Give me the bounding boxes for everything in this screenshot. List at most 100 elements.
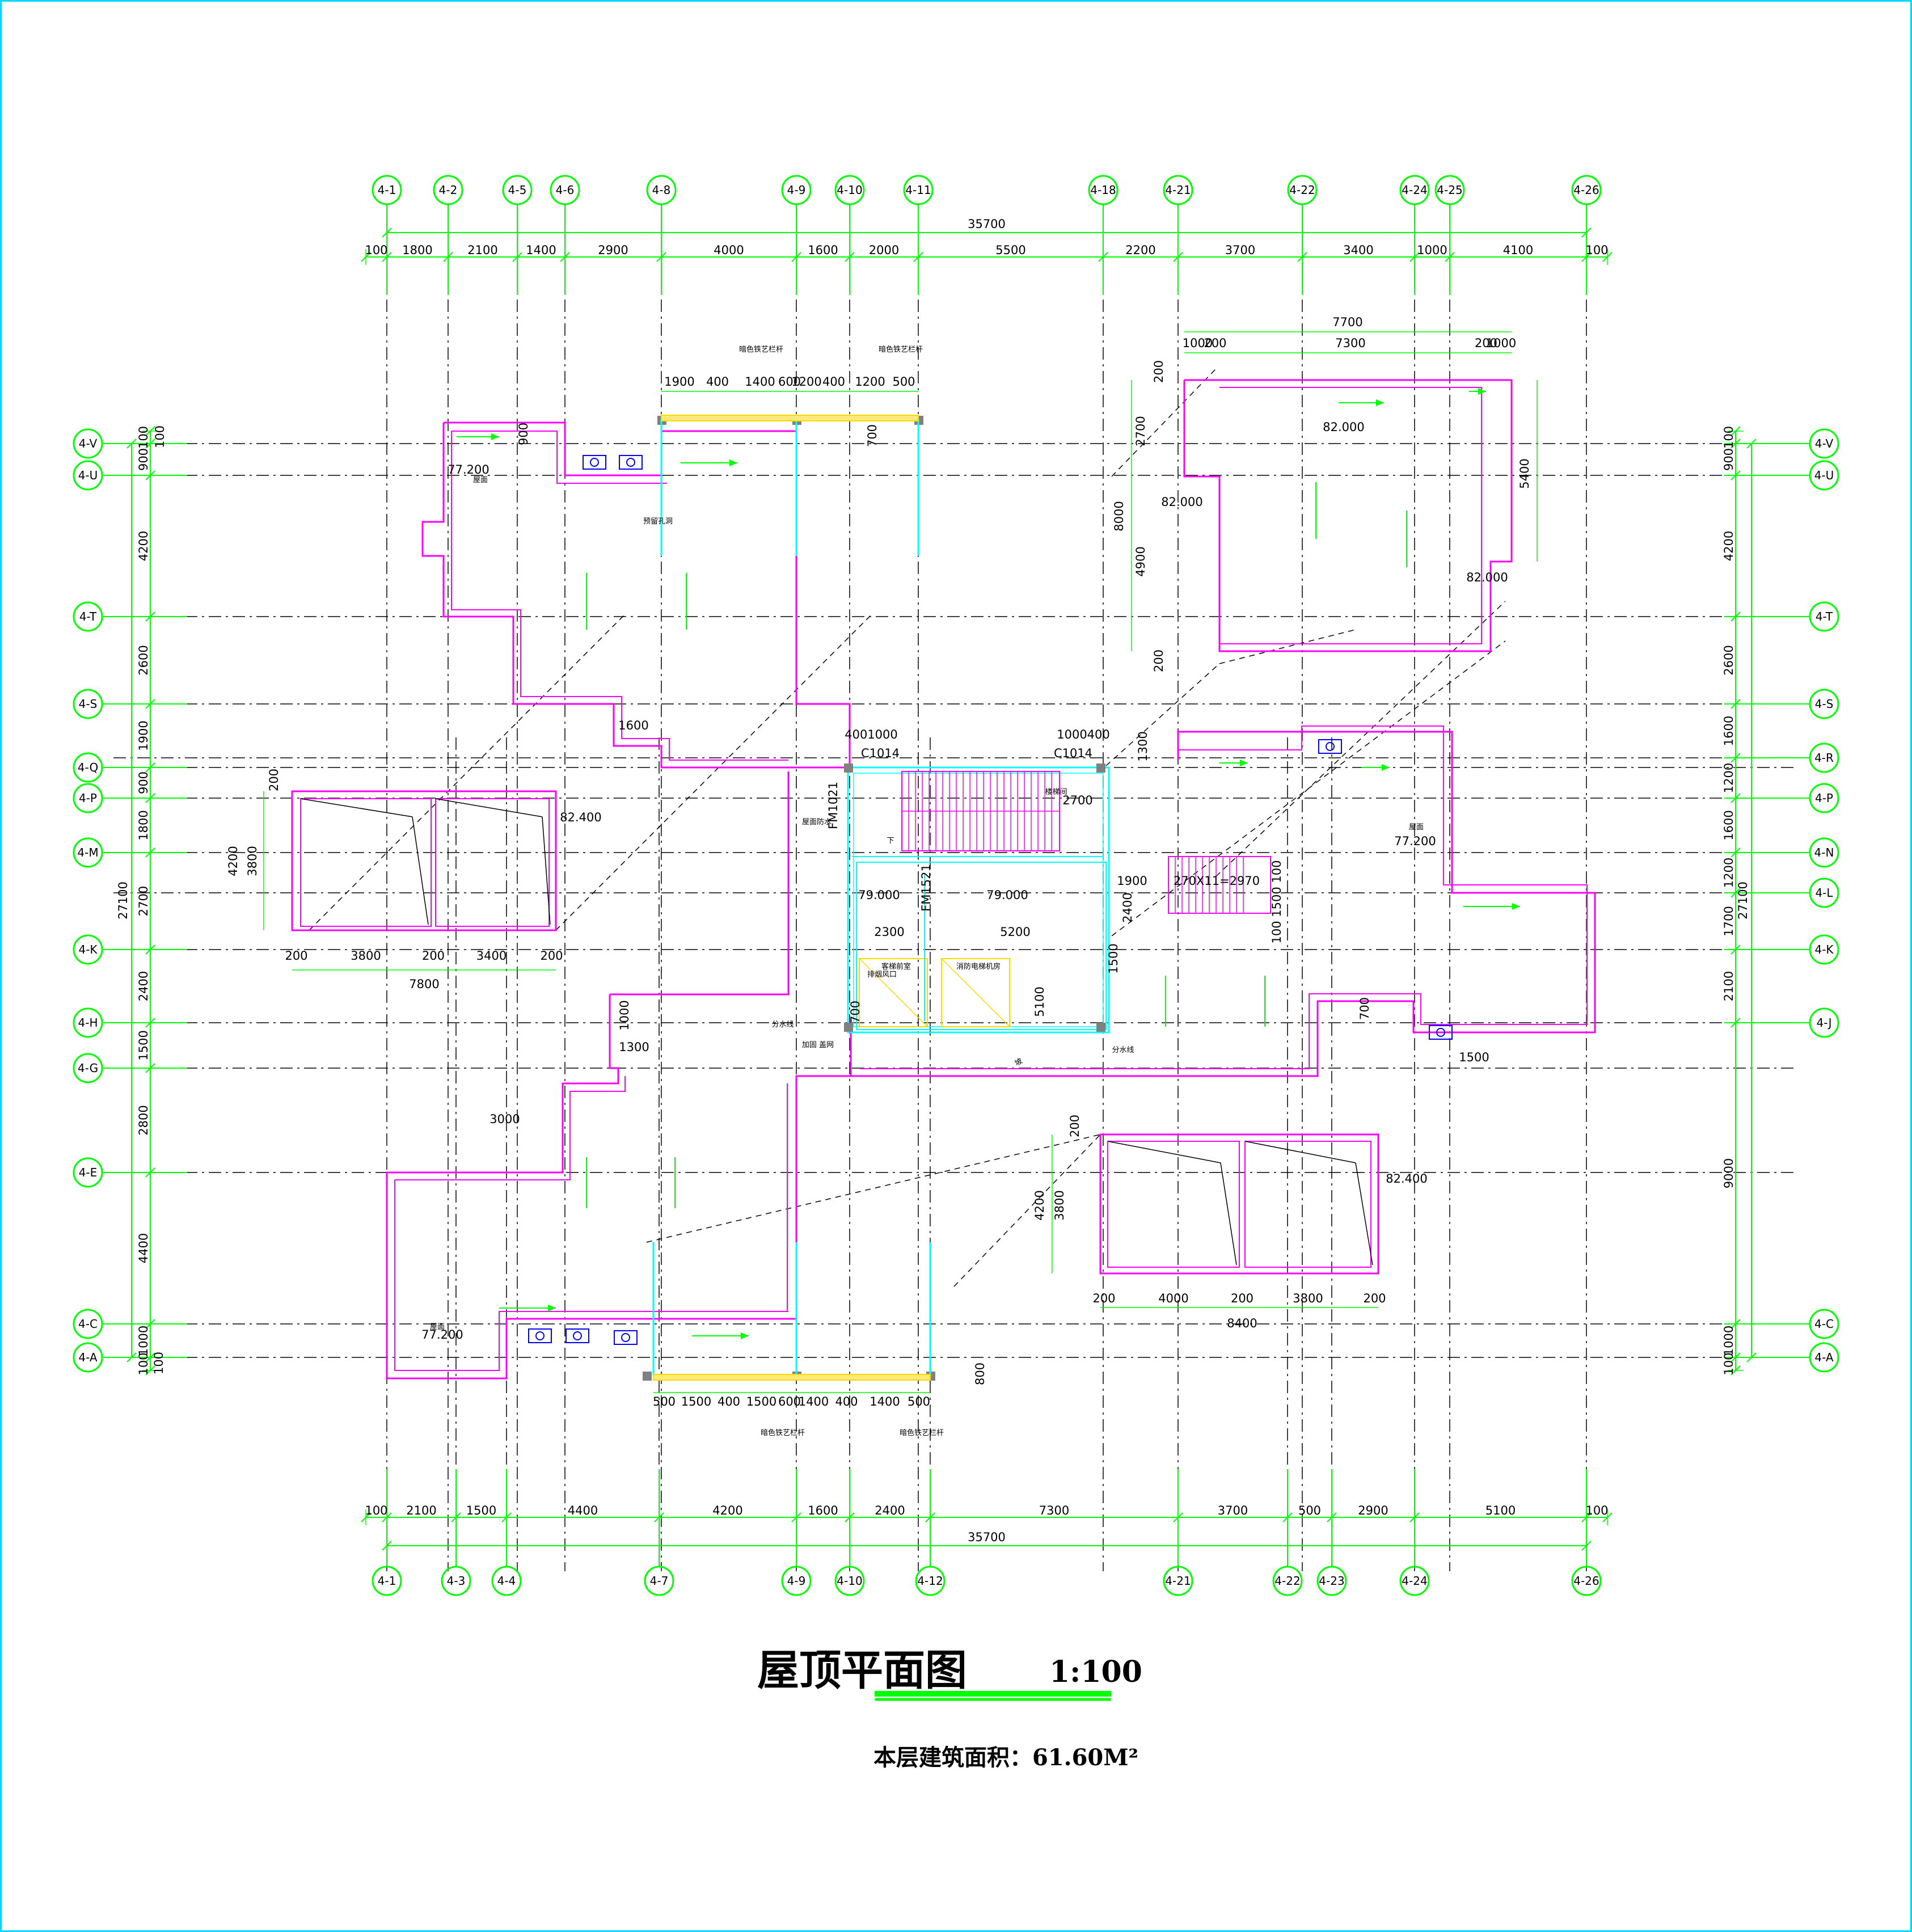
axis-bubble-right-label: 4-L: [1815, 886, 1833, 900]
core-dimension: 1600: [618, 719, 648, 732]
rail-bottom: [653, 1374, 931, 1381]
skylight-dimension: 8400: [1227, 1317, 1257, 1330]
axis-bubble-right-label: 4-P: [1815, 791, 1833, 805]
skylight-dimension: 200: [422, 949, 445, 963]
roof-dimension: 200: [1475, 336, 1497, 350]
axis-bubble-left-label: 4-K: [78, 943, 98, 956]
dim-bottom-value: 4400: [568, 1504, 598, 1517]
elevation-label: 79.000: [858, 888, 900, 902]
roof-dimension: 2700: [1134, 416, 1147, 446]
dim-left-value: 900: [137, 771, 150, 794]
axis-bubble-left-circle: [73, 837, 103, 868]
axis-bubble-bottom-label: 4-26: [1573, 1574, 1599, 1588]
axis-bubble-left-label: 4-E: [79, 1166, 98, 1179]
plan-note: 分水线: [771, 1020, 793, 1029]
axis-bubble-top-label: 4-18: [1090, 183, 1116, 197]
dim-left-value: 1800: [137, 810, 150, 840]
elevation-label: 77.200: [448, 463, 489, 476]
dim-top-value: 1400: [526, 243, 556, 257]
skylight-dimension: 4200: [226, 846, 240, 876]
skylight-dimension: 200: [285, 949, 307, 963]
axis-bubble-left-circle: [73, 1053, 103, 1083]
axis-bubble-bottom-circle: [781, 1566, 812, 1596]
axis-bubble-left-circle: [73, 783, 103, 813]
axis-bubble-left-label: 4-U: [78, 469, 98, 482]
skylight-frame-right: [1099, 1133, 1379, 1275]
skylight-dimension: 200: [1231, 1292, 1253, 1305]
exhaust-fan-icon: [1326, 742, 1335, 751]
skylight-dimension: 7800: [409, 977, 439, 991]
exhaust-fan-icon: [590, 458, 599, 467]
skylight-slope: [1355, 1162, 1373, 1265]
roof-inner-line: [451, 431, 667, 484]
axis-bubble-top-label: 4-2: [439, 183, 458, 197]
rail-dimension: 500: [908, 1395, 930, 1408]
axis-bubble-left-label: 4-C: [78, 1317, 98, 1331]
exhaust-fan-icon: [535, 1331, 545, 1340]
roof-inner-line: [1219, 387, 1482, 644]
elevation-label: 82.400: [560, 811, 601, 824]
rail-top: [661, 415, 919, 421]
dim-bottom-value: 5100: [1485, 1504, 1516, 1517]
dim-bottom-value: 500: [1298, 1504, 1321, 1517]
core-dimension: 100 1500 100: [1270, 860, 1284, 944]
axis-bubble-top-circle: [550, 175, 580, 205]
core-dimension: 3000: [489, 1112, 520, 1126]
rail-dimension: 600: [778, 1395, 801, 1408]
axis-bubble-bottom-label: 4-9: [787, 1574, 806, 1588]
axis-bubble-bottom-label: 4-21: [1165, 1574, 1191, 1588]
exhaust-fan-icon: [614, 1330, 638, 1345]
core-dimension: 100: [153, 425, 167, 448]
core-dimension: 1300: [1136, 731, 1150, 761]
elevation-label: 82.000: [1466, 571, 1508, 584]
axis-bubble-right-circle: [1809, 460, 1839, 491]
axis-bubble-top-circle: [372, 175, 402, 205]
axis-bubble-left-label: 4-A: [78, 1351, 98, 1364]
guide-dash: [1111, 640, 1506, 937]
axis-bubble-left-label: 4-G: [78, 1061, 98, 1075]
roof-outline-center: [610, 771, 790, 995]
plan-note: 加固 盖网: [802, 1041, 834, 1049]
skylight-dimension: 200: [1363, 1292, 1386, 1305]
slope-arrowhead: [729, 459, 737, 466]
axis-bubble-top-circle: [1571, 175, 1602, 205]
dim-left-value: 4200: [137, 531, 150, 561]
core-dimension: 2700: [1062, 794, 1092, 807]
axis-bubble-bottom-label: 4-24: [1402, 1574, 1427, 1588]
axis-bubble-top-circle: [781, 175, 812, 205]
axis-bubble-left-label: 4-T: [79, 610, 97, 623]
roof-dimension: 8000: [1112, 501, 1126, 531]
roof-inner-line: [451, 431, 788, 761]
axis-bubble-top-circle: [1434, 175, 1465, 205]
core-dimension: C1014: [861, 746, 900, 760]
column: [643, 1372, 652, 1381]
skylight-dimension: 3800: [1053, 1190, 1066, 1220]
axis-bubble-right-label: 4-U: [1814, 469, 1834, 482]
dim-right-value: 1000: [1722, 1326, 1736, 1356]
axis-bubble-right-circle: [1809, 878, 1839, 908]
guide-dash: [1219, 629, 1356, 664]
dim-left-total-value: 27100: [116, 881, 130, 919]
axis-bubble-right-label: 4-J: [1817, 1016, 1832, 1030]
rail-dimension: 400: [717, 1395, 740, 1408]
dim-top-value: 3400: [1343, 243, 1373, 257]
axis-bubble-right-label: 4-C: [1814, 1317, 1834, 1331]
axis-bubble-bottom-circle: [1571, 1566, 1602, 1596]
skylight-slope: [1107, 1141, 1221, 1163]
axis-bubble-bottom-circle: [1399, 1566, 1430, 1596]
elevation-label: 79.000: [986, 888, 1028, 902]
axis-bubble-right-circle: [1809, 837, 1839, 868]
axis-bubble-left-label: 4-S: [79, 697, 98, 711]
rail-dimension: 1500: [681, 1395, 711, 1408]
exhaust-fan-icon: [528, 1328, 552, 1343]
axis-bubble-left-label: 4-H: [78, 1016, 98, 1030]
elevator-hall: [856, 862, 1107, 1030]
axis-bubble-bottom-label: 4-23: [1319, 1574, 1344, 1588]
elevation-label: 82.000: [1161, 495, 1202, 509]
plan-note: 屋面: [430, 1323, 445, 1331]
skylight-dimension: 3800: [351, 949, 381, 963]
skylight-slope: [1220, 1162, 1237, 1265]
dim-right-value: 2100: [1722, 971, 1736, 1001]
roof-dimension: 200: [1204, 336, 1226, 350]
plan-note: 坡: [1014, 1057, 1024, 1068]
